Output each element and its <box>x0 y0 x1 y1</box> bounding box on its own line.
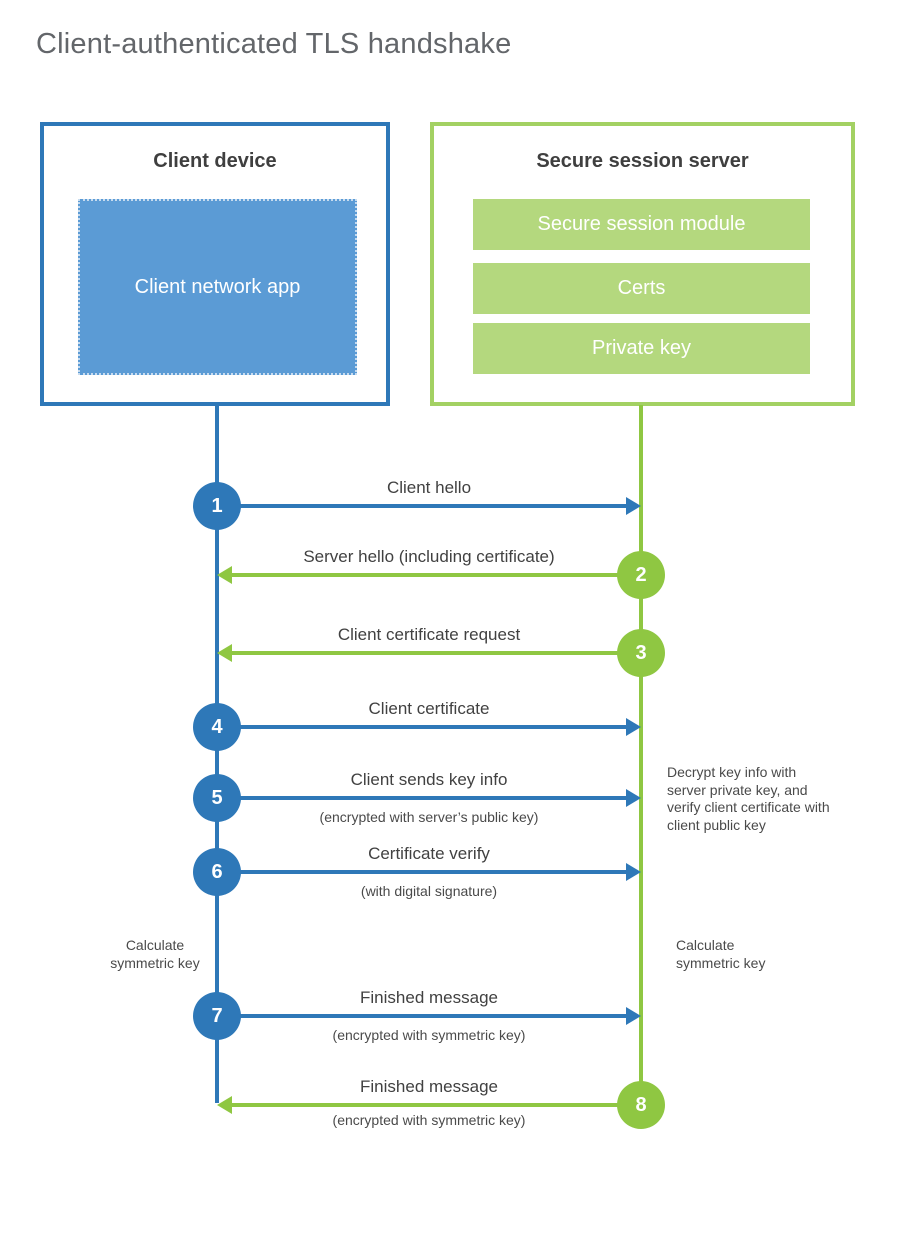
client-network-app-box: Client network app <box>78 199 357 375</box>
message-arrow-4 <box>217 725 627 729</box>
step-badge-1: 1 <box>193 482 241 530</box>
message-label-6: Certificate verify <box>368 844 490 863</box>
step-badge-2: 2 <box>617 551 665 599</box>
arrow-head-right-icon <box>626 718 641 736</box>
step-badge-6: 6 <box>193 848 241 896</box>
calculate-symmetric-key-client: Calculate symmetric key <box>110 937 200 971</box>
message-label-7: Finished message <box>360 988 498 1007</box>
arrow-head-left-icon <box>217 644 232 662</box>
step-badge-4: 4 <box>193 703 241 751</box>
step-badge-3: 3 <box>617 629 665 677</box>
client-device-box: Client device Client network app <box>40 122 390 406</box>
message-label-4: Client certificate <box>368 699 490 718</box>
server-decrypt-note: Decrypt key info with server private key… <box>667 764 830 833</box>
message-sub-6: (with digital signature) <box>360 883 498 899</box>
message-sub-8: (encrypted with symmetric key) <box>332 1112 526 1128</box>
message-label-3: Client certificate request <box>337 625 521 644</box>
server-module-private-key: Private key <box>473 323 810 374</box>
step-badge-7: 7 <box>193 992 241 1040</box>
secure-session-server-title: Secure session server <box>536 150 749 172</box>
message-arrow-7 <box>217 1014 627 1018</box>
message-arrow-3 <box>230 651 641 655</box>
arrow-head-right-icon <box>626 863 641 881</box>
message-label-5: Client sends key info <box>350 770 508 789</box>
step-badge-8: 8 <box>617 1081 665 1129</box>
arrow-head-left-icon <box>217 566 232 584</box>
arrow-head-right-icon <box>626 497 641 515</box>
page-title: Client-authenticated TLS handshake <box>36 28 512 60</box>
server-lifeline <box>639 405 643 1105</box>
message-arrow-2 <box>230 573 641 577</box>
message-label-2: Server hello (including certificate) <box>303 547 555 566</box>
secure-session-server-box: Secure session server Secure session mod… <box>430 122 855 406</box>
message-sub-7: (encrypted with symmetric key) <box>332 1027 526 1043</box>
arrow-head-right-icon <box>626 789 641 807</box>
server-module-secure-session: Secure session module <box>473 199 810 250</box>
message-arrow-1 <box>217 504 627 508</box>
client-lifeline <box>215 405 219 1103</box>
message-arrow-8 <box>230 1103 641 1107</box>
calculate-symmetric-key-server: Calculate symmetric key <box>676 937 766 971</box>
message-sub-5: (encrypted with server’s public key) <box>319 809 539 825</box>
arrow-head-left-icon <box>217 1096 232 1114</box>
message-arrow-6 <box>217 870 627 874</box>
step-badge-5: 5 <box>193 774 241 822</box>
client-device-title: Client device <box>153 150 277 172</box>
arrow-head-right-icon <box>626 1007 641 1025</box>
message-label-8: Finished message <box>360 1077 498 1096</box>
client-network-app-label: Client network app <box>134 275 301 298</box>
server-module-certs: Certs <box>473 263 810 314</box>
message-arrow-5 <box>217 796 627 800</box>
message-label-1: Client hello <box>386 478 472 497</box>
